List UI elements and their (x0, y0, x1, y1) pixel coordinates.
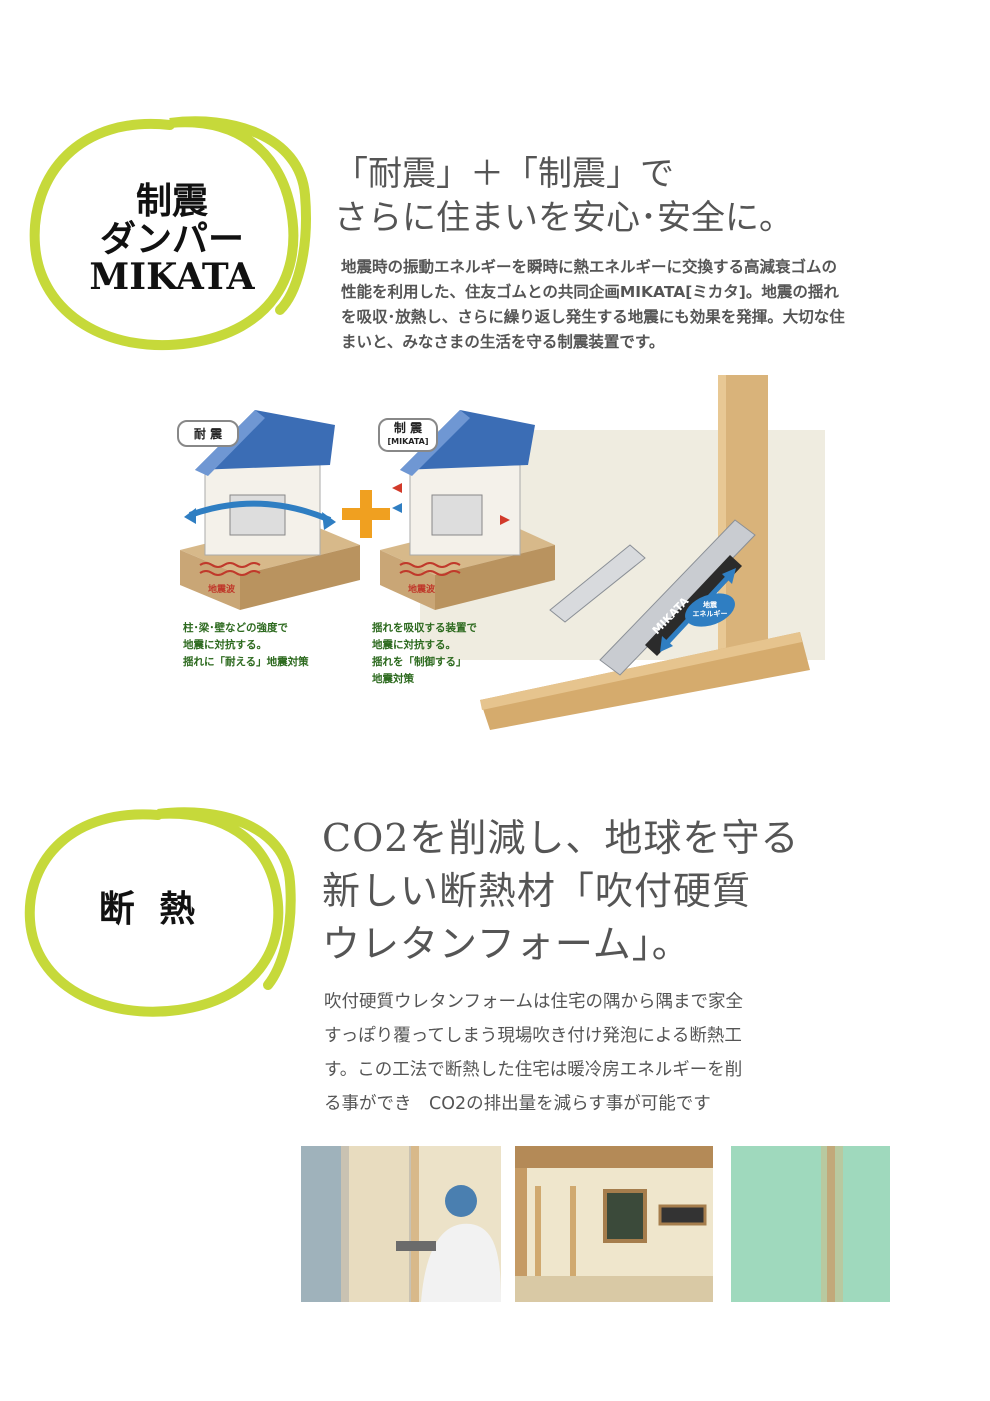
caption-line: 揺れを吸収する装置で (372, 622, 477, 634)
right-house-illustration: 地震波 (380, 410, 555, 610)
left-quake-label: 地震波 (208, 583, 236, 595)
title-line: MIKATA (89, 256, 255, 298)
seishin-label: 制 震 (393, 421, 423, 435)
damper-heading: 「耐震」＋「制震」で さらに住まいを安心･安全に。 (334, 152, 854, 240)
body-line: すっぽり覆ってしまう現場吹き付け発泡による断熱工 (324, 1026, 742, 1046)
title-line: ダンパー (99, 218, 244, 260)
body-line: る事ができ CO2の排出量を減らす事が可能です (324, 1094, 711, 1114)
energy-label-line1: 地震 (703, 600, 718, 609)
body-line: 吹付硬質ウレタンフォームは住宅の隅から隅まで家全 (324, 992, 743, 1012)
body-line: す。この工法で断熱した住宅は暖冷房エネルギーを削 (324, 1060, 743, 1080)
left-house-caption: 柱･梁･壁などの強度で 地震に対抗する。 揺れに「耐える」地震対策 (183, 620, 363, 671)
insulation-heading: CO2を削減し、地球を守る 新しい断熱材「吹付硬質 ウレタンフォーム」。 (322, 812, 882, 971)
caption-line: 地震対策 (372, 673, 414, 685)
seishin-label-badge: 制 震 [MIKATA] (378, 418, 438, 452)
seismic-diagram: 地震波 地震波 (180, 375, 825, 730)
heading-line: CO2を削減し、地球を守る (322, 816, 800, 860)
damper-body-text: 地震時の振動エネルギーを瞬時に熱エネルギーに交換する高減衰ゴムの性能を利用した、… (341, 258, 845, 351)
green-circle-decoration (24, 807, 296, 1017)
damper-section: 制震 ダンパー MIKATA 「耐震」＋「制震」で さらに住まいを安心･安全に。… (29, 116, 854, 730)
right-quake-label: 地震波 (408, 583, 436, 595)
caption-line: 柱･梁･壁などの強度で (183, 622, 288, 634)
spraying-worker-photo (301, 1146, 501, 1302)
insulated-room-photo (515, 1146, 713, 1302)
insulation-body-text: 吹付硬質ウレタンフォームは住宅の隅から隅まで家全 すっぽり覆ってしまう現場吹き付… (324, 985, 834, 1121)
seishin-sublabel: [MIKATA] (387, 437, 429, 446)
foam-closeup-photo (731, 1146, 890, 1302)
right-house-caption: 揺れを吸収する装置で 地震に対抗する。 揺れを「制御する」 地震対策 (372, 620, 532, 688)
heading-line: 新しい断熱材「吹付硬質 (322, 869, 752, 913)
caption-line: 地震に対抗する。 (372, 639, 456, 651)
damper-circle-title: 制震 ダンパー MIKATA (82, 182, 262, 296)
heading-line: さらに住まいを安心･安全に。 (334, 198, 793, 238)
plus-icon (342, 490, 390, 538)
taishin-label-badge: 耐 震 (177, 420, 239, 447)
green-circle-decoration (29, 116, 311, 351)
caption-line: 地震に対抗する。 (183, 639, 267, 651)
insulation-circle-title: 断 熱 (98, 888, 202, 930)
taishin-label: 耐 震 (193, 427, 223, 441)
caption-line: 揺れに「耐える」地震対策 (183, 656, 309, 668)
heading-line: ウレタンフォーム」。 (322, 922, 691, 966)
mikata-device-illustration: MIKATA 地震 エネルギー (549, 519, 756, 676)
title-line: 制震 (135, 180, 208, 222)
heading-line: 「耐震」＋「制震」で (334, 154, 674, 194)
energy-label-line2: エネルギー (693, 609, 728, 618)
caption-line: 揺れを「制御する」 (372, 656, 467, 668)
